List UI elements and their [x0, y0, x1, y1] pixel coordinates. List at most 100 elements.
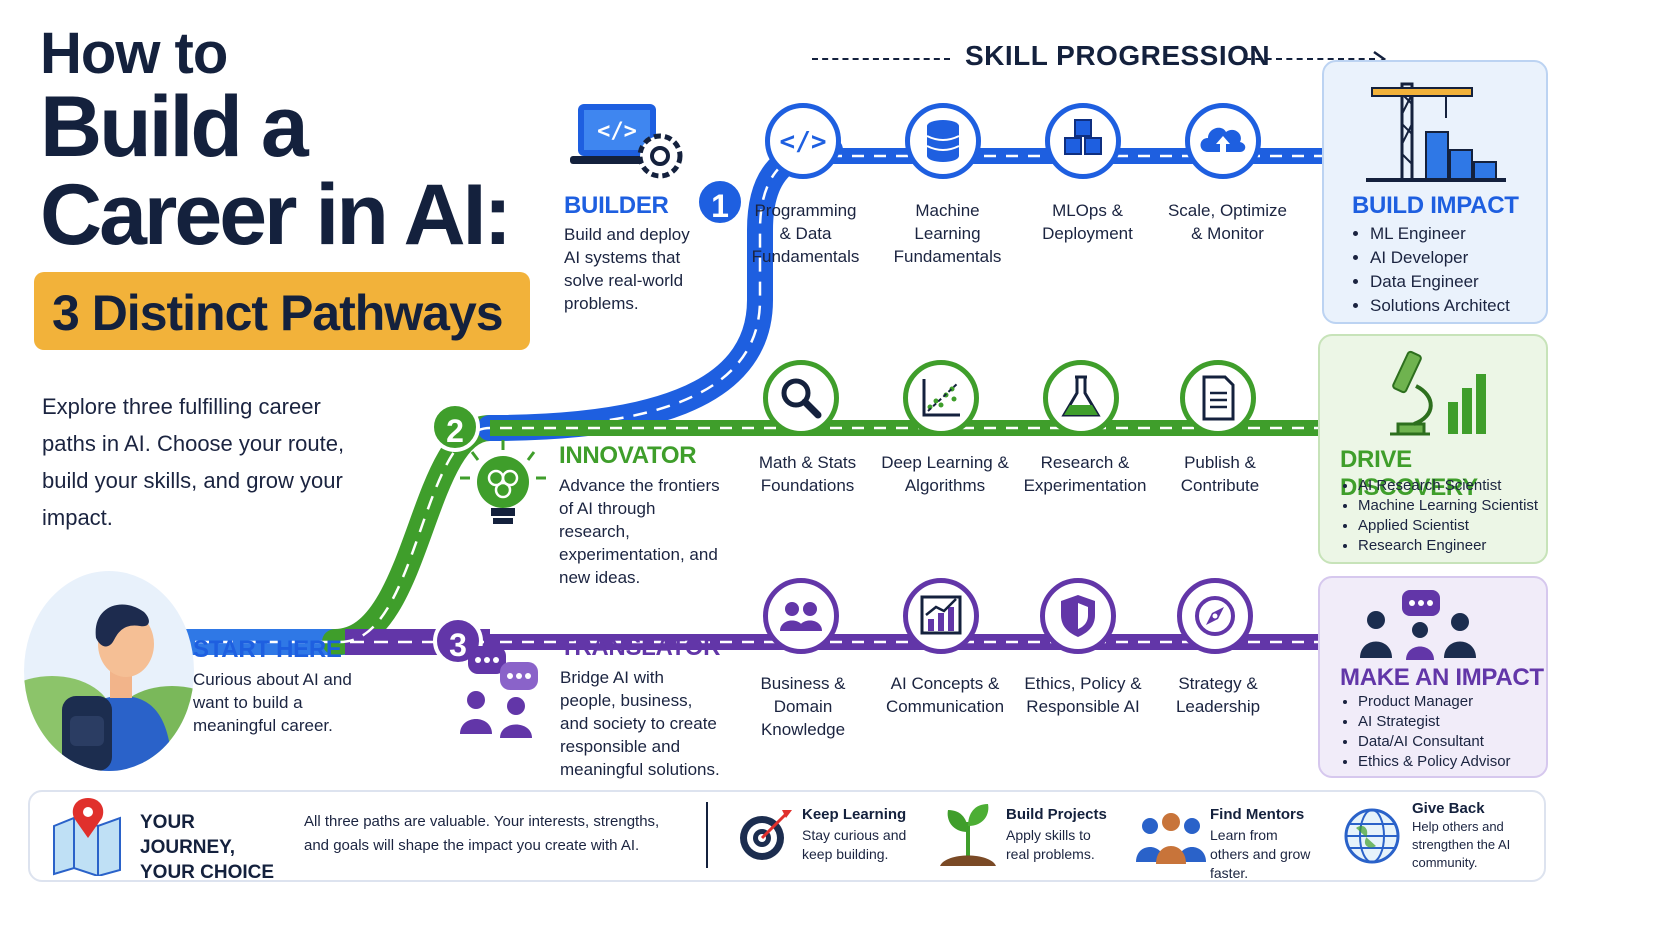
tip-1-title: Keep Learning — [802, 806, 907, 823]
start-heading: START HERE — [193, 636, 342, 663]
role-item: AI Strategist — [1358, 712, 1511, 732]
stage-3-4-node — [1177, 578, 1253, 654]
stage-2-3-node — [1043, 360, 1119, 436]
flask-icon — [1061, 375, 1101, 417]
role-item: Product Manager — [1358, 692, 1511, 712]
team-icon — [780, 602, 822, 631]
outcome-1-card: BUILD IMPACT ML Engineer AI Developer Da… — [1322, 60, 1548, 324]
stage-3-1-node — [763, 578, 839, 654]
outcome-2-roles: AI Research Scientist Machine Learning S… — [1340, 476, 1538, 556]
tip-3-text: Learn from others and grow faster. — [1210, 827, 1311, 881]
people-discussion-icon — [1360, 590, 1476, 660]
database-icon — [926, 120, 960, 162]
map-pin-icon — [53, 798, 121, 876]
stage-1-4-label: Scale, Optimize & Monitor — [1167, 201, 1288, 243]
subtitle-text: 3 Distinct Pathways — [52, 285, 504, 341]
cloud-upload-icon — [1200, 127, 1246, 152]
stage-1-2-node — [905, 103, 981, 179]
compass-icon — [1195, 596, 1235, 636]
stage-3-3-label: Ethics, Policy & Responsible AI — [1024, 674, 1142, 716]
scatter-chart-icon — [922, 379, 960, 417]
footer-divider — [706, 802, 708, 868]
title-line-2: Build a — [40, 79, 309, 175]
stage-3-2-label: AI Concepts & Communication — [885, 674, 1005, 716]
stage-2-1-label: Math & Stats Foundations — [758, 453, 857, 495]
tip-2-title: Build Projects — [1006, 806, 1107, 823]
pathway-2-name: INNOVATOR — [559, 442, 697, 469]
pathway-3-description: Bridge AI with people, business, and soc… — [560, 668, 720, 779]
outcome-3-heading: MAKE AN IMPACT — [1340, 664, 1544, 691]
stage-3-3-node — [1040, 578, 1116, 654]
stage-1-1-label: Programming & Data Fundamentals — [751, 201, 860, 266]
student-avatar-icon — [24, 571, 194, 771]
role-item: AI Research Scientist — [1358, 476, 1538, 496]
stage-2-1-node — [763, 360, 839, 436]
stage-1-3-label: MLOps & Deployment — [1042, 201, 1133, 243]
target-icon — [740, 810, 792, 860]
shield-icon — [1061, 595, 1095, 637]
skill-progression-dash-right — [1245, 58, 1375, 60]
stage-3-1-label: Business & Domain Knowledge — [760, 674, 846, 739]
tip-3-title: Find Mentors — [1210, 806, 1305, 823]
laptop-gear-icon: </> — [570, 104, 683, 179]
outcome-3-roles: Product Manager AI Strategist Data/AI Co… — [1340, 692, 1511, 772]
outcome-2-card: DRIVE DISCOVERY AI Research Scientist Ma… — [1318, 334, 1548, 564]
footer-panel: YOUR JOURNEY, YOUR CHOICE All three path… — [28, 790, 1546, 883]
sprout-icon — [940, 804, 996, 866]
footer-title: YOUR JOURNEY, YOUR CHOICE — [140, 812, 275, 883]
pathway-1-description: Build and deploy AI systems that solve r… — [564, 225, 690, 313]
stage-1-1-node: </> — [765, 103, 841, 179]
title-line-1: How to — [40, 21, 228, 86]
title-line-3: Career in AI: — [40, 167, 512, 263]
tip-2-text: Apply skills to real problems. — [1006, 827, 1095, 862]
document-icon — [1202, 375, 1235, 421]
growth-chart-icon — [920, 595, 962, 635]
stage-2-2-node — [903, 360, 979, 436]
outcome-3-card: MAKE AN IMPACT Product Manager AI Strate… — [1318, 576, 1548, 778]
stage-1-2-label: Machine Learning Fundamentals — [893, 201, 1002, 266]
pathway-1-name: BUILDER — [564, 192, 669, 219]
role-item: Data Engineer — [1370, 270, 1510, 294]
stage-3-2-node — [903, 578, 979, 654]
tip-4-title: Give Back — [1412, 800, 1485, 817]
tip-4-text: Help others and strengthen the AI commun… — [1412, 819, 1511, 870]
outcome-1-heading: BUILD IMPACT — [1352, 192, 1519, 219]
footer-text: All three paths are valuable. Your inter… — [304, 813, 660, 854]
lightbulb-brain-icon — [460, 440, 546, 524]
role-item: Solutions Architect — [1370, 294, 1510, 318]
microscope-chart-icon — [1390, 350, 1486, 436]
tip-1-text: Stay curious and keep building. — [802, 827, 907, 862]
stage-3-4-label: Strategy & Leadership — [1175, 674, 1261, 716]
pathway-2-description: Advance the frontiers of AI through rese… — [559, 476, 720, 587]
outcome-2-heading: DRIVE DISCOVERY — [1340, 446, 1478, 501]
start-text: Curious about AI and want to build a mea… — [193, 670, 352, 735]
role-item: Research Engineer — [1358, 536, 1538, 556]
globe-icon — [1344, 808, 1400, 864]
cubes-icon — [1064, 119, 1102, 155]
subtitle-badge: 3 Distinct Pathways — [34, 272, 530, 350]
role-item: Applied Scientist — [1358, 516, 1538, 536]
magnifier-icon — [781, 378, 822, 419]
skill-progression-dash-left — [812, 58, 950, 60]
role-item: Ethics & Policy Advisor — [1358, 752, 1511, 772]
stage-1-3-node — [1045, 103, 1121, 179]
skill-progression-heading: SKILL PROGRESSION — [965, 40, 1271, 71]
outcome-1-roles: ML Engineer AI Developer Data Engineer S… — [1352, 222, 1510, 318]
role-item: Machine Learning Scientist — [1358, 496, 1538, 516]
pathway-3-name: TRANSLATOR — [560, 634, 721, 661]
role-item: AI Developer — [1370, 246, 1510, 270]
stage-2-3-label: Research & Experimentation — [1023, 453, 1147, 495]
mentors-icon — [1136, 813, 1206, 864]
pathway-2-number: 2 — [430, 402, 480, 452]
stage-2-4-label: Publish & Contribute — [1180, 453, 1260, 495]
role-item: Data/AI Consultant — [1358, 732, 1511, 752]
crane-building-icon — [1366, 82, 1506, 182]
svg-text:</>: </> — [780, 127, 827, 157]
role-item: ML Engineer — [1370, 222, 1510, 246]
pathway-1-number: 1 — [695, 177, 745, 227]
stage-2-4-node — [1180, 360, 1256, 436]
people-chat-icon — [460, 646, 538, 738]
stage-1-4-node — [1185, 103, 1261, 179]
code-icon: </> — [780, 127, 827, 157]
svg-text:</>: </> — [597, 119, 637, 144]
